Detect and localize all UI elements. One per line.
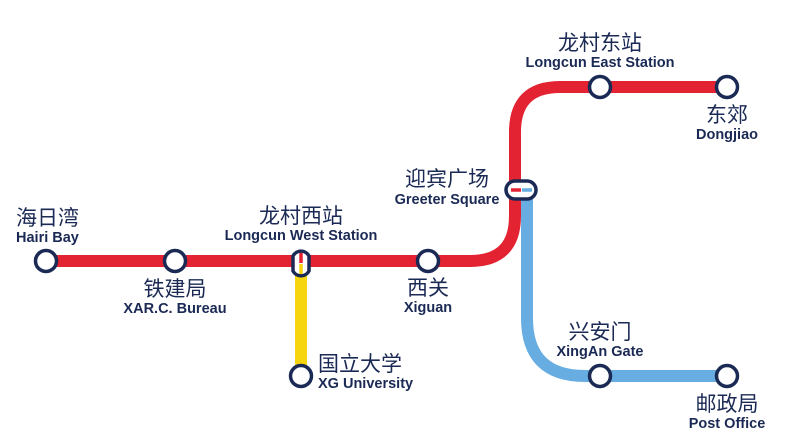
station-name-cn: 龙村东站 <box>558 31 642 55</box>
station-name-cn: 兴安门 <box>569 320 632 344</box>
station-name-en: Longcun West Station <box>225 228 378 244</box>
station-name-en: XG University <box>318 376 413 392</box>
station-greeter-square-interchange[interactable] <box>504 179 538 201</box>
station-name-cn: 国立大学 <box>318 352 402 376</box>
station-label-greeter-square: 迎宾广场 Greeter Square <box>395 167 500 208</box>
blue-line <box>521 190 727 382</box>
station-name-cn: 邮政局 <box>696 392 759 416</box>
station-name-cn: 海日湾 <box>16 206 79 230</box>
station-xg-university-marker[interactable] <box>288 363 314 389</box>
station-label-post-office: 邮政局 Post Office <box>689 392 766 432</box>
station-label-xarc-bureau: 铁建局 XAR.C. Bureau <box>123 277 226 317</box>
station-dongjiao-marker[interactable] <box>714 74 740 100</box>
station-label-xiguan: 西关 Xiguan <box>404 276 452 316</box>
red-line <box>46 81 727 267</box>
station-name-en: Longcun East Station <box>525 55 674 71</box>
station-label-hairi-bay: 海日湾 Hairi Bay <box>16 206 79 246</box>
station-label-longcun-east: 龙村东站 Longcun East Station <box>525 31 674 71</box>
station-name-en: Dongjiao <box>696 127 758 143</box>
station-name-en: Post Office <box>689 416 766 432</box>
station-name-cn: 铁建局 <box>144 277 207 301</box>
station-name-en: Hairi Bay <box>16 230 79 246</box>
interchange-marker <box>291 249 311 278</box>
station-name-cn: 东郊 <box>706 103 748 127</box>
station-name-en: XAR.C. Bureau <box>123 301 226 317</box>
station-label-xingan-gate: 兴安门 XingAn Gate <box>556 320 643 360</box>
station-xiguan-marker[interactable] <box>415 248 441 274</box>
station-name-cn: 迎宾广场 <box>405 167 489 191</box>
station-xingan-gate-marker[interactable] <box>587 363 613 389</box>
station-name-cn: 龙村西站 <box>259 204 343 228</box>
station-name-en: Xiguan <box>404 300 452 316</box>
station-name-cn: 西关 <box>407 276 449 300</box>
station-post-office-marker[interactable] <box>714 363 740 389</box>
station-label-longcun-west: 龙村西站 Longcun West Station <box>225 204 378 244</box>
station-name-en: XingAn Gate <box>556 344 643 360</box>
station-longcun-east-marker[interactable] <box>587 74 613 100</box>
station-label-xg-university: 国立大学 XG University <box>318 352 413 392</box>
station-hairi-bay-marker[interactable] <box>33 248 59 274</box>
station-longcun-west-interchange[interactable] <box>291 249 311 278</box>
station-name-en: Greeter Square <box>395 192 500 208</box>
station-xarc-bureau-marker[interactable] <box>162 248 188 274</box>
station-label-dongjiao: 东郊 Dongjiao <box>696 103 758 143</box>
